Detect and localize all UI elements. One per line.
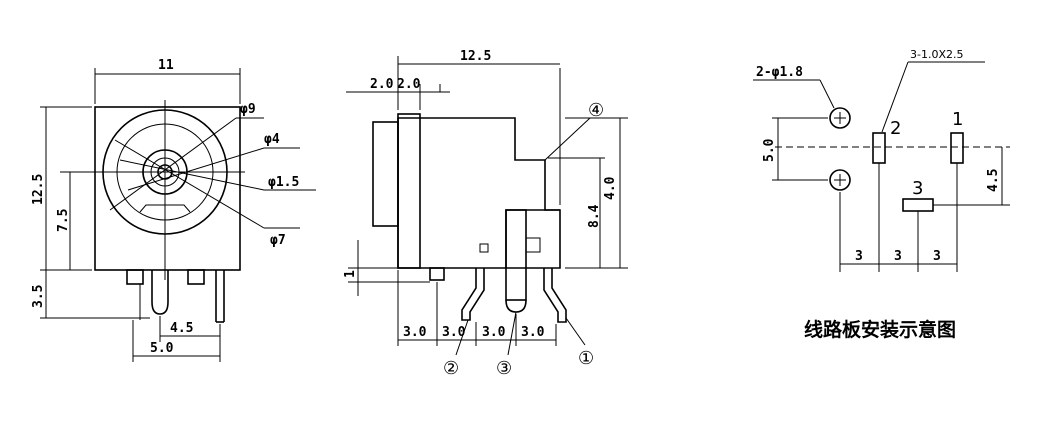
callout-3: ③ — [496, 358, 512, 379]
pin-2-label: 2 — [890, 118, 901, 139]
pin-3-label: 3 — [912, 178, 923, 199]
front-height-label: 12.5 — [31, 174, 46, 205]
dim-2-0-b-label: 2.0 — [397, 77, 421, 92]
pcb-caption: 线路板安装示意图 — [804, 318, 956, 341]
pitch-3-label: 3.0 — [482, 325, 506, 340]
pitch-1-label: 3.0 — [403, 325, 427, 340]
callout-1: ① — [578, 348, 594, 369]
mount-hole-bottom — [829, 169, 851, 191]
dim-2-0-a-label: 2.0 — [370, 77, 394, 92]
callout-2: ② — [443, 358, 459, 379]
pin-spacing-b-label: 5.0 — [150, 341, 174, 356]
offset-4-5-label: 4.5 — [986, 169, 1001, 192]
side-height-b-label: 4.0 — [603, 176, 618, 200]
mount-hole-top — [829, 107, 851, 129]
slot-2 — [872, 132, 886, 164]
dia-4-label: φ4 — [264, 132, 280, 147]
side-height-label: 8.4 — [587, 204, 602, 228]
spacing-3-label: 3 — [933, 249, 941, 264]
center-height-label: 7.5 — [56, 209, 71, 232]
offset-label: 1 — [343, 270, 358, 278]
hole-spec-label: 2-φ1.8 — [756, 65, 803, 80]
spacing-2-label: 3 — [894, 249, 902, 264]
side-length-label: 12.5 — [460, 49, 491, 64]
front-view: φ9 φ4 φ1.5 φ7 11 12.5 7.5 3.5 4. — [31, 58, 316, 362]
front-width-label: 11 — [158, 58, 174, 73]
spacing-1-label: 3 — [855, 249, 863, 264]
slot-1 — [950, 132, 964, 164]
pcb-layout: 2-φ1.8 5.0 2 1 3 3-1.0X2.5 4.5 3 3 3 线路板… — [753, 48, 1010, 341]
dia-7-label: φ7 — [270, 233, 286, 248]
slot-spec-label: 3-1.0X2.5 — [910, 48, 964, 61]
pin-height-label: 3.5 — [31, 285, 46, 308]
pin-1-label: 1 — [952, 109, 963, 130]
pitch-2-label: 3.0 — [442, 325, 466, 340]
hole-spacing-label: 5.0 — [762, 138, 777, 162]
dia-9-label: φ9 — [240, 102, 256, 117]
slot-3 — [902, 198, 934, 212]
pin-spacing-a-label: 4.5 — [170, 321, 193, 336]
callout-4: ④ — [588, 100, 604, 121]
side-body — [397, 117, 561, 269]
side-view: 12.5 2.0 2.0 8.4 4.0 1 3.0 3.0 3.0 3.0 — [343, 49, 628, 379]
pitch-4-label: 3.0 — [521, 325, 545, 340]
dia-1-5-label: φ1.5 — [268, 175, 299, 190]
